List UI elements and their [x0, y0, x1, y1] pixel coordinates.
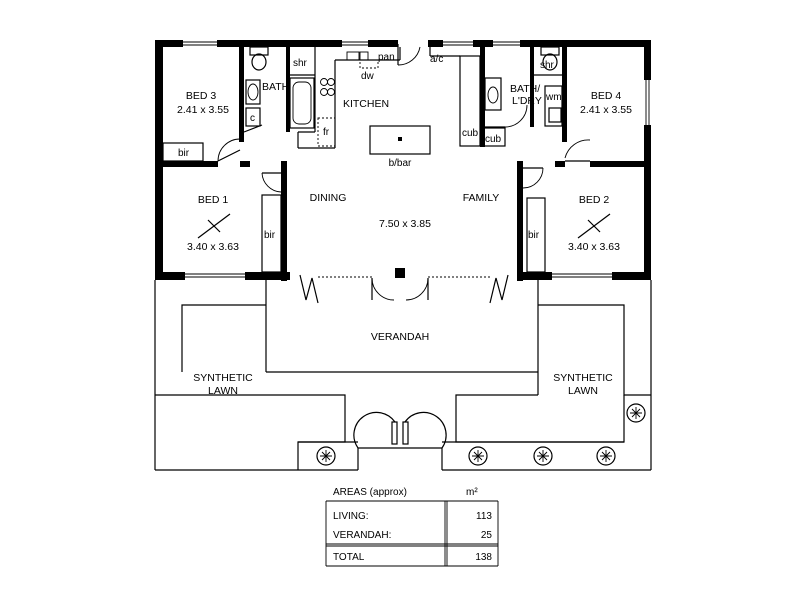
fixture-labels: shr shr pan dw a/c wm c fr cub cub b/bar…	[178, 52, 562, 241]
shrub-icons	[316, 403, 646, 466]
total-row-label: TOTAL	[333, 552, 365, 563]
living-row-value: 113	[476, 511, 492, 522]
bathroom-fixtures	[245, 46, 562, 129]
bath-laundry-label-2: L'DRY	[512, 95, 542, 107]
wm-label: wm	[545, 92, 562, 103]
bed2-dims: 3.40 x 3.63	[568, 241, 620, 253]
family-label: FAMILY	[463, 192, 500, 204]
ac-label: a/c	[430, 54, 443, 65]
cub1-label: cub	[462, 128, 479, 139]
areas-unit: m²	[466, 487, 478, 498]
areas-title: AREAS (approx)	[333, 487, 407, 498]
ceiling-fan-icon	[577, 213, 611, 239]
outdoor-area	[154, 280, 652, 471]
verandah-row-label: VERANDAH:	[333, 530, 391, 541]
shr-right-label: shr	[540, 60, 555, 71]
interior-walls	[162, 47, 651, 281]
shrub-icon	[316, 446, 336, 466]
shrub-icon	[468, 446, 488, 466]
total-row-value: 138	[475, 552, 492, 563]
bath-label: BATH	[262, 81, 289, 93]
bbar-label: b/bar	[389, 158, 412, 169]
pan-label: pan	[378, 52, 395, 63]
bed3-label: BED 3	[186, 90, 217, 102]
shrub-icon	[626, 403, 646, 423]
living-row-label: LIVING:	[333, 511, 369, 522]
ceiling-fan-icon	[197, 213, 231, 239]
areas-table: AREAS (approx) m² LIVING: 113 VERANDAH: …	[325, 487, 499, 567]
bed4-dims: 2.41 x 3.55	[580, 104, 632, 116]
lawn-right-label-1: SYNTHETIC	[553, 372, 613, 384]
fr-label: fr	[323, 127, 330, 138]
lawn-left-label-1: SYNTHETIC	[193, 372, 253, 384]
shrub-icon	[533, 446, 553, 466]
bed2-label: BED 2	[579, 194, 610, 206]
c-label: c	[250, 113, 255, 124]
shrub-icon	[596, 446, 616, 466]
bir-bed3-label: bir	[178, 148, 190, 159]
bed3-dims: 2.41 x 3.55	[177, 104, 229, 116]
bir-bed2-label: bir	[528, 230, 540, 241]
bed1-label: BED 1	[198, 194, 229, 206]
room-labels: BED 3 2.41 x 3.55 BED 4 2.41 x 3.55 BED …	[177, 81, 632, 397]
lawn-right-label-2: LAWN	[568, 385, 598, 397]
dw-label: dw	[361, 71, 375, 82]
bed4-label: BED 4	[591, 90, 622, 102]
exterior-walls	[155, 40, 651, 280]
cub2-label: cub	[485, 134, 502, 145]
bed1-dims: 3.40 x 3.63	[187, 241, 239, 253]
lawn-left-label-2: LAWN	[208, 385, 238, 397]
dining-label: DINING	[310, 192, 347, 204]
bath-laundry-label-1: BATH/	[510, 83, 540, 95]
kitchen-label: KITCHEN	[343, 98, 389, 110]
verandah-label: VERANDAH	[371, 331, 429, 343]
bir-bed1-label: bir	[264, 230, 276, 241]
shr-left-label: shr	[293, 58, 308, 69]
verandah-row-value: 25	[481, 530, 493, 541]
living-dims: 7.50 x 3.85	[379, 218, 431, 230]
